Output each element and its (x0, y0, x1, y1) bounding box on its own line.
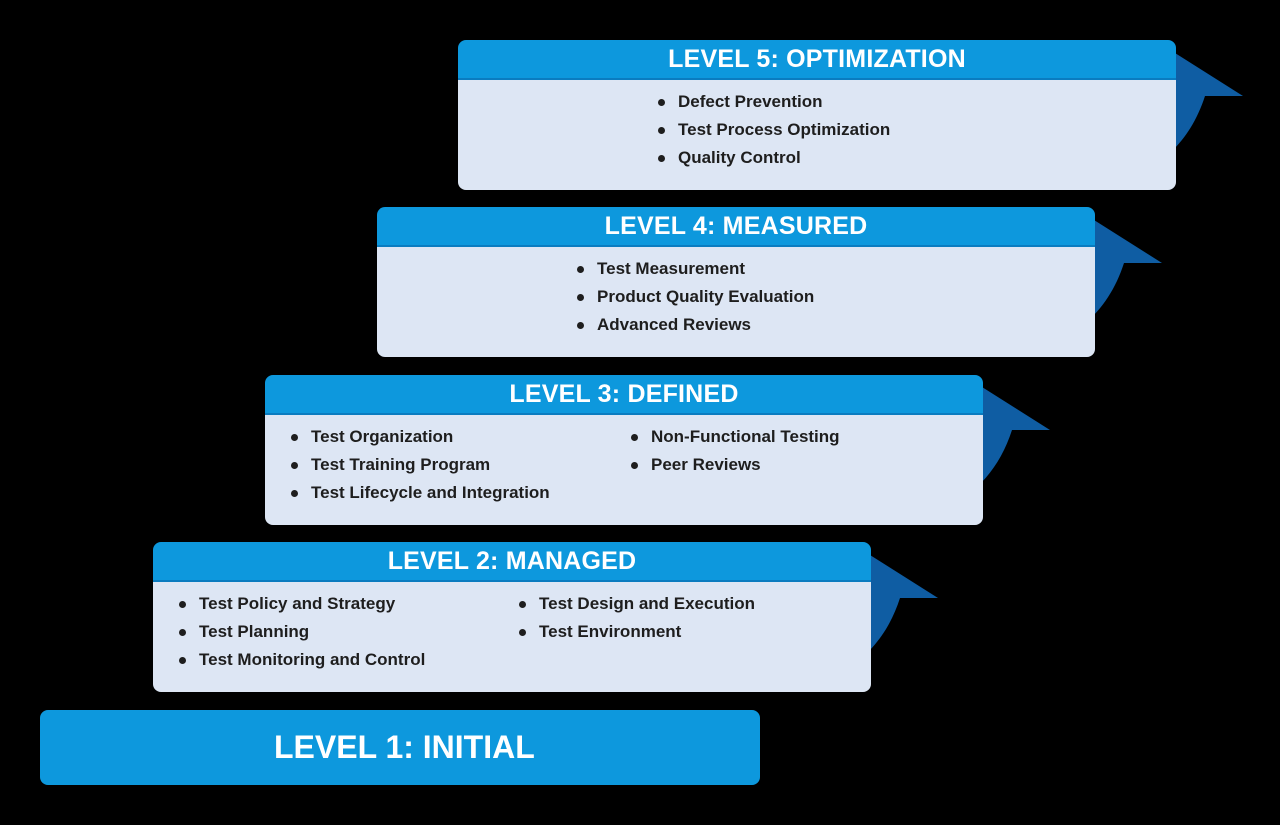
list-item: Peer Reviews (629, 451, 840, 479)
level4-card: LEVEL 4: MEASURED Test Measurement Produ… (377, 207, 1095, 357)
level3-left-list: Test Organization Test Training Program … (289, 423, 629, 525)
list-item: Test Process Optimization (656, 116, 890, 144)
list-item: Test Monitoring and Control (177, 646, 517, 674)
list-item: Test Training Program (289, 451, 629, 479)
level4-list: Test Measurement Product Quality Evaluat… (575, 255, 814, 357)
list-item: Product Quality Evaluation (575, 283, 814, 311)
level5-title: LEVEL 5: OPTIMIZATION (458, 40, 1176, 80)
list-item: Test Measurement (575, 255, 814, 283)
list-item: Defect Prevention (656, 88, 890, 116)
level5-card: LEVEL 5: OPTIMIZATION Defect Prevention … (458, 40, 1176, 190)
level1-card: LEVEL 1: INITIAL (40, 710, 760, 785)
list-item: Test Organization (289, 423, 629, 451)
list-item: Test Lifecycle and Integration (289, 479, 629, 507)
list-item: Advanced Reviews (575, 311, 814, 339)
level5-list: Defect Prevention Test Process Optimizat… (656, 88, 890, 190)
level4-body: Test Measurement Product Quality Evaluat… (377, 247, 1095, 357)
list-item: Test Environment (517, 618, 755, 646)
level1-title: LEVEL 1: INITIAL (274, 729, 535, 765)
level4-title: LEVEL 4: MEASURED (377, 207, 1095, 247)
level3-card: LEVEL 3: DEFINED Test Organization Test … (265, 375, 983, 525)
level2-body: Test Policy and Strategy Test Planning T… (153, 582, 871, 692)
list-item: Non-Functional Testing (629, 423, 840, 451)
level2-title: LEVEL 2: MANAGED (153, 542, 871, 582)
level2-right-list: Test Design and Execution Test Environme… (517, 590, 755, 692)
level2-left-list: Test Policy and Strategy Test Planning T… (177, 590, 517, 692)
level5-body: Defect Prevention Test Process Optimizat… (458, 80, 1176, 190)
list-item: Test Policy and Strategy (177, 590, 517, 618)
level2-card: LEVEL 2: MANAGED Test Policy and Strateg… (153, 542, 871, 692)
level3-body: Test Organization Test Training Program … (265, 415, 983, 525)
level3-title: LEVEL 3: DEFINED (265, 375, 983, 415)
level3-right-list: Non-Functional Testing Peer Reviews (629, 423, 840, 525)
list-item: Test Planning (177, 618, 517, 646)
list-item: Quality Control (656, 144, 890, 172)
list-item: Test Design and Execution (517, 590, 755, 618)
